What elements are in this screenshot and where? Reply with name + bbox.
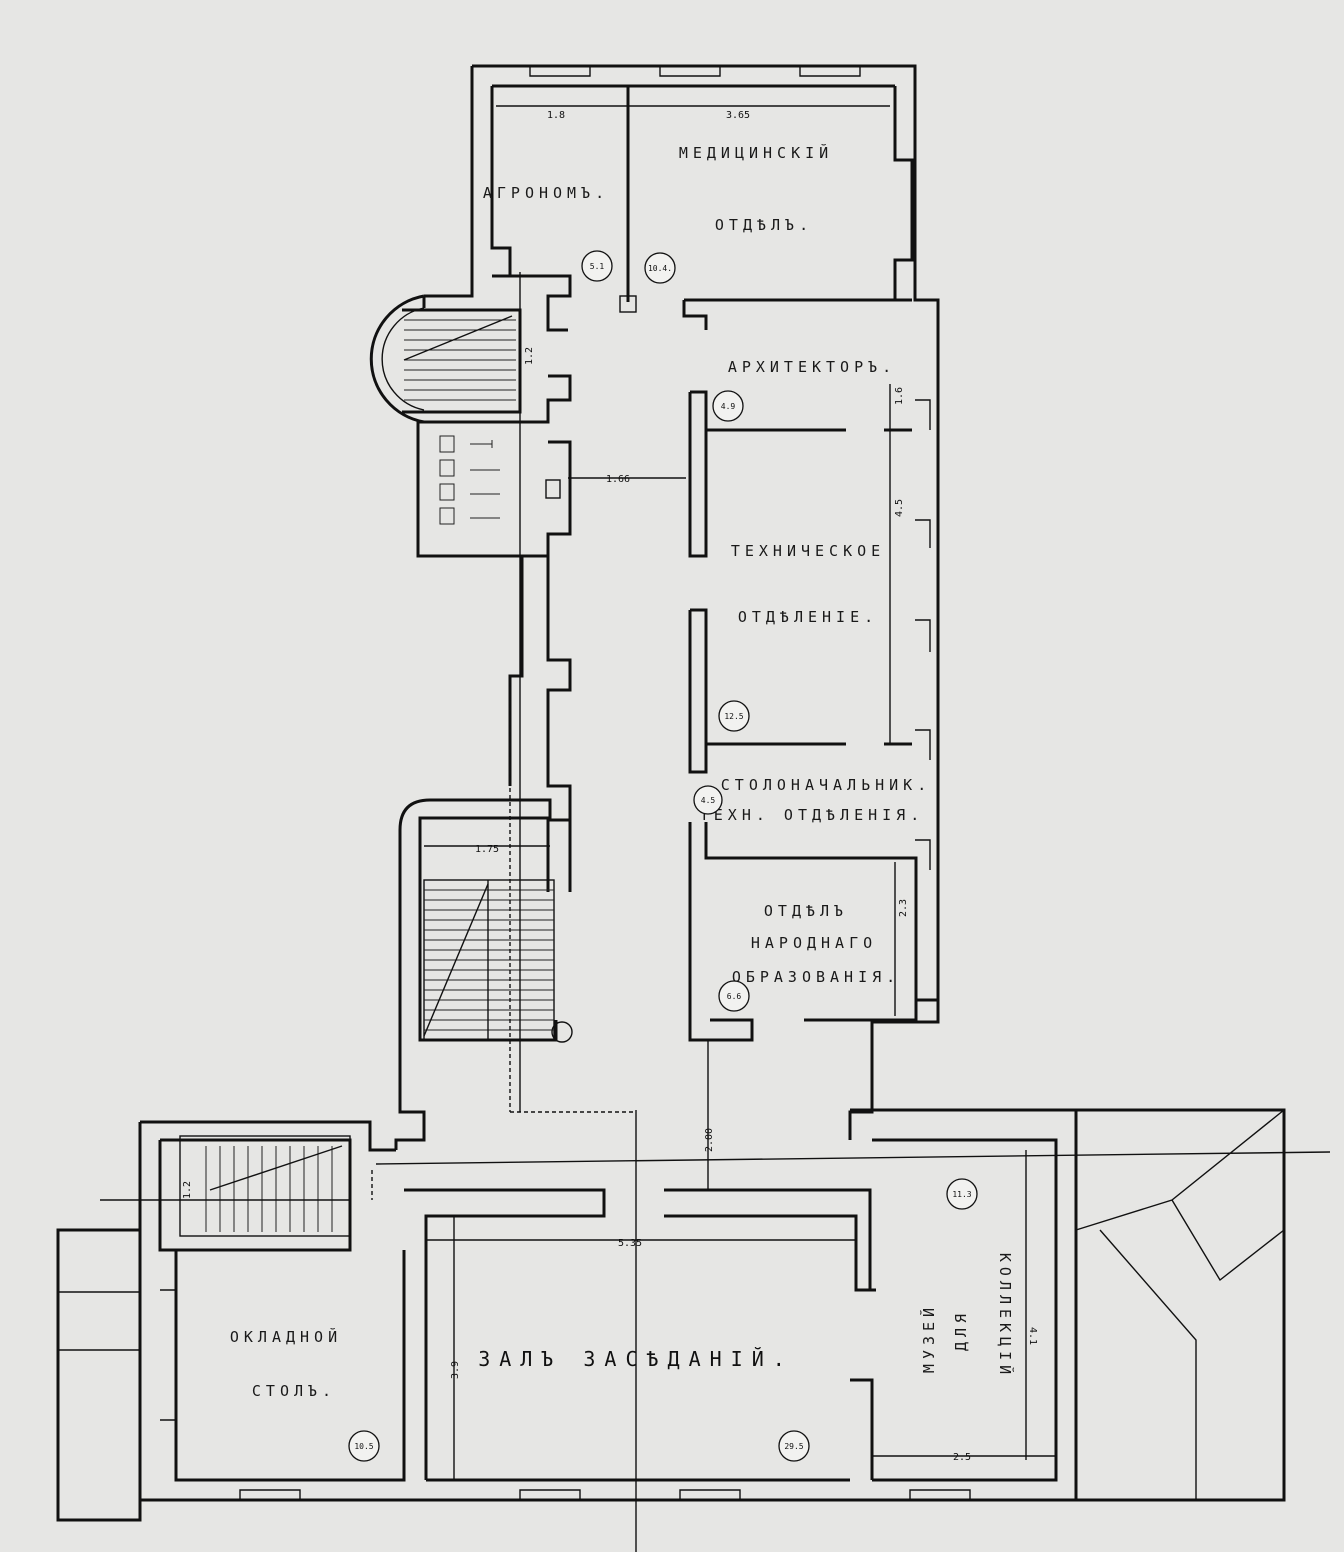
label-museum-line2: ДЛЯ: [952, 1309, 970, 1351]
label-technical-line2: ОТДѢЛЕНIЕ.: [738, 608, 878, 626]
label-agronom: АГРОНОМЪ.: [483, 184, 609, 202]
area-salary: 10.5: [348, 1430, 380, 1462]
dim-corridor: 1.66: [606, 474, 630, 485]
stair-middle: [423, 880, 554, 1040]
dim-hall-side: 3.9: [450, 1361, 461, 1379]
label-salary-line1: ОКЛАДНОЙ: [230, 1327, 342, 1346]
area-salary-text: 10.5: [354, 1442, 373, 1451]
area-markers: 5.1 10.4. 4.9 12.5 4.5 6.6 10.5 29.5: [348, 250, 978, 1462]
dim-top-right: 3.65: [726, 110, 750, 121]
area-technical-text: 12.5: [724, 712, 743, 721]
label-education-line2: НАРОДНАГО: [751, 934, 877, 952]
label-museum-line3: КОЛЛЕКЦIЙ: [996, 1253, 1015, 1379]
area-museum: 11.3: [946, 1178, 978, 1210]
label-education-line1: ОТДѢЛЪ: [764, 902, 848, 920]
walls: [56, 64, 1286, 1522]
area-architect: 4.9: [712, 390, 744, 422]
area-agronom-text: 5.1: [590, 262, 605, 271]
area-clerk: 4.5: [693, 785, 723, 815]
dim-technical-side: 4.5: [894, 499, 905, 517]
room-labels: АГРОНОМЪ. МЕДИЦИНСКIЙ ОТДѢЛЪ. АРХИТЕКТОР…: [230, 143, 1015, 1400]
area-clerk-text: 4.5: [701, 796, 716, 805]
area-agronom: 5.1: [581, 250, 613, 282]
dim-stair-small: 1.2: [182, 1181, 193, 1199]
dim-architect-side: 1.6: [894, 387, 905, 405]
label-medical-line2: ОТДѢЛЪ.: [715, 216, 813, 234]
label-hall: ЗАЛЪ ЗАСѢДАНIЙ.: [478, 1347, 794, 1371]
stair-southwest: [205, 1145, 343, 1232]
dim-hall-width: 5.35: [618, 1238, 642, 1249]
stairs: [205, 315, 554, 1232]
dim-stair-width: 1.75: [475, 844, 499, 855]
area-hall: 29.5: [778, 1430, 810, 1462]
label-education-line3: ОБРАЗОВАНIЯ.: [732, 968, 900, 986]
label-medical-line1: МЕДИЦИНСКIЙ: [679, 143, 833, 162]
area-museum-text: 11.3: [952, 1190, 971, 1199]
dim-museum-width: 2.5: [953, 1452, 971, 1463]
dimension-labels: 1.8 3.65 1.66 1.75 1.2 1.6 4.5 2.3 2.00 …: [182, 110, 1038, 1463]
dim-corridor-bottom: 2.00: [704, 1128, 715, 1152]
dim-top-left: 1.8: [547, 110, 565, 121]
dimension-lines: [100, 105, 1331, 1552]
label-salary-line2: СТОЛЪ.: [252, 1382, 336, 1400]
area-technical: 12.5: [718, 700, 750, 732]
area-education: 6.6: [718, 980, 750, 1012]
area-education-text: 6.6: [727, 992, 742, 1001]
label-museum-line1: МУЗЕЙ: [919, 1303, 938, 1373]
dim-museum-side: 4.1: [1027, 1327, 1038, 1345]
dim-education-side: 2.3: [898, 899, 909, 917]
dim-stair-left-small: 1.2: [524, 347, 535, 365]
label-architect: АРХИТЕКТОРЪ.: [728, 358, 896, 376]
label-clerk-line1: СТОЛОНАЧАЛЬНИК.: [721, 776, 931, 794]
area-medical: 10.4.: [644, 252, 676, 284]
label-clerk-line2: ТЕХН. ОТДѢЛЕНIЯ.: [700, 806, 925, 824]
area-medical-text: 10.4.: [648, 264, 672, 273]
area-hall-text: 29.5: [784, 1442, 803, 1451]
stair-tower-north: [403, 315, 516, 401]
area-architect-text: 4.9: [721, 402, 736, 411]
label-technical-line1: ТЕХНИЧЕСКОЕ: [731, 542, 885, 560]
